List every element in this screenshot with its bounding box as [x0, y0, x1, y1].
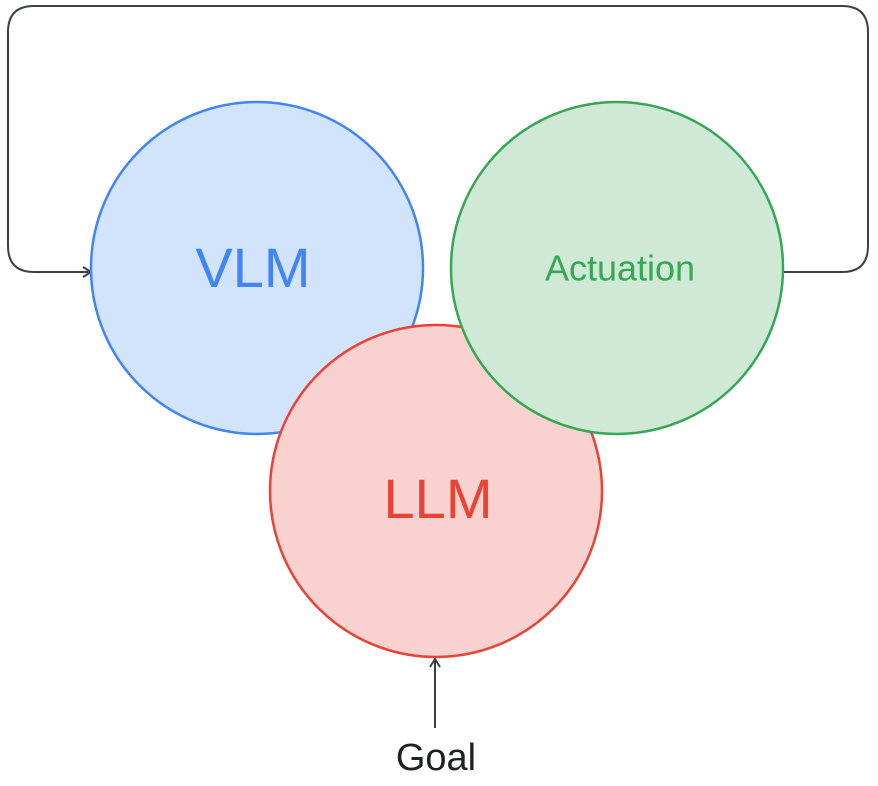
actuation-label: Actuation — [545, 248, 695, 289]
goal-label: Goal — [396, 737, 476, 779]
vlm-circle — [89, 100, 425, 436]
actuation-circle — [449, 100, 785, 436]
vlm-label: VLM — [195, 236, 310, 299]
llm-label: LLM — [384, 467, 493, 530]
feedback-loop-arrow — [7, 5, 869, 278]
llm-circle — [268, 323, 604, 659]
